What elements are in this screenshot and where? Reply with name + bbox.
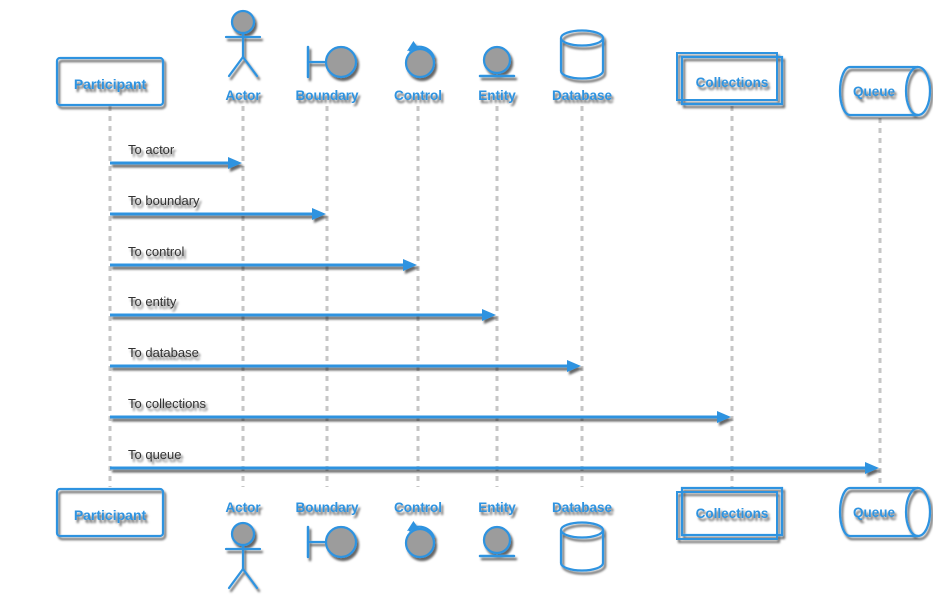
lifelines	[108, 106, 882, 487]
message-queue: To queue	[110, 447, 879, 474]
node-collections-bottom: Collections	[676, 486, 784, 540]
boundary-label-top: Boundary	[295, 88, 358, 103]
control-icon-bottom	[404, 521, 436, 559]
database-cylinder-icon-bottom	[559, 521, 605, 572]
node-queue-bottom: Queue	[838, 486, 932, 538]
queue-body-bottom	[838, 486, 918, 538]
actor-head	[230, 9, 256, 35]
entity-label-top: Entity	[478, 88, 516, 103]
control-circle	[404, 527, 436, 559]
entity-label-bottom: Entity	[478, 500, 516, 515]
actor-label-top: Actor	[225, 88, 261, 103]
queue-label-bottom: Queue	[853, 505, 896, 520]
actor-icon-bottom	[224, 521, 262, 590]
messages: To actor To boundary To control To entityTo…	[110, 142, 879, 474]
participant-rect-bottom	[55, 487, 165, 538]
collections-label-bottom: Collections	[696, 506, 769, 521]
message-label-collections: To collections	[128, 396, 207, 411]
collections-ghost-rect-top	[676, 52, 778, 101]
message-boundary: To boundary	[110, 193, 326, 220]
participant-name-label-top: Participant	[74, 76, 147, 92]
message-control: To control	[110, 244, 417, 271]
node-control-top: Control	[394, 41, 442, 103]
node-database-bottom: Database	[552, 500, 613, 572]
control-label-top: Control	[394, 88, 442, 103]
message-collections: To collections	[110, 396, 731, 423]
node-queue-top: Queue	[838, 65, 932, 117]
message-label-queue: To queue	[128, 447, 182, 462]
boundary-circle	[324, 525, 358, 559]
boundary-icon-bottom	[306, 525, 358, 559]
node-entity-top: Entity	[478, 45, 516, 103]
control-circle	[404, 47, 436, 79]
message-label-entity: To entity	[128, 294, 177, 309]
message-label-boundary: To boundary	[128, 193, 200, 208]
node-entity-bottom: Entity	[478, 500, 516, 558]
entity-icon-top	[478, 45, 516, 78]
boundary-circle	[324, 45, 358, 79]
node-boundary-bottom: Boundary	[295, 500, 359, 559]
collections-rect-bottom	[680, 486, 784, 537]
collections-label-top: Collections	[696, 75, 769, 90]
queue-body-top	[838, 65, 918, 117]
message-database: To database	[110, 345, 581, 372]
node-database-top: Database	[552, 29, 613, 103]
actor-icon-top	[224, 9, 262, 78]
entity-circle	[482, 45, 512, 75]
node-control-bottom: Control	[394, 500, 442, 559]
queue-end-ellipse-bottom	[904, 486, 932, 538]
control-icon-top	[404, 41, 436, 79]
message-arrowhead-boundary	[312, 208, 326, 220]
control-label-bottom: Control	[394, 500, 442, 515]
control-arrowhead	[407, 41, 419, 51]
database-label-top: Database	[552, 88, 613, 103]
boundary-icon-top	[306, 45, 358, 79]
message-label-database: To database	[128, 345, 199, 360]
message-arrowhead-entity	[482, 309, 496, 321]
message-arrowhead-actor	[228, 157, 242, 169]
entity-icon-bottom	[478, 525, 516, 558]
node-collections-top: Collections	[676, 52, 784, 106]
entity-circle	[482, 525, 512, 555]
node-participant-bottom: Participant	[55, 487, 165, 538]
collections-rect-top	[680, 55, 784, 106]
collections-ghost-rect-bottom	[676, 491, 778, 540]
message-label-actor: To actor	[128, 142, 175, 157]
node-participant-top: Participant	[55, 56, 165, 107]
actor-label-bottom: Actor	[225, 500, 261, 515]
message-arrowhead-control	[403, 259, 417, 271]
participant-name-label-bottom: Participant	[74, 507, 147, 523]
node-actor-bottom: Actor	[224, 500, 262, 590]
participant-rect-top	[55, 56, 165, 107]
message-arrowhead-database	[567, 360, 581, 372]
message-arrowhead-queue	[865, 462, 879, 474]
message-entity: To entity	[110, 294, 496, 321]
message-label-control: To control	[128, 244, 184, 259]
message-arrowhead-collections	[717, 411, 731, 423]
queue-end-ellipse-top	[904, 65, 932, 117]
queue-label-top: Queue	[853, 84, 896, 99]
actor-head	[230, 521, 256, 547]
message-actor: To actor	[110, 142, 242, 169]
node-boundary-top: Boundary	[295, 45, 359, 103]
database-label-bottom: Database	[552, 500, 613, 515]
database-cylinder-icon-top	[559, 29, 605, 80]
control-arrowhead	[407, 521, 419, 531]
node-actor-top: Actor	[224, 9, 262, 103]
boundary-label-bottom: Boundary	[295, 500, 358, 515]
